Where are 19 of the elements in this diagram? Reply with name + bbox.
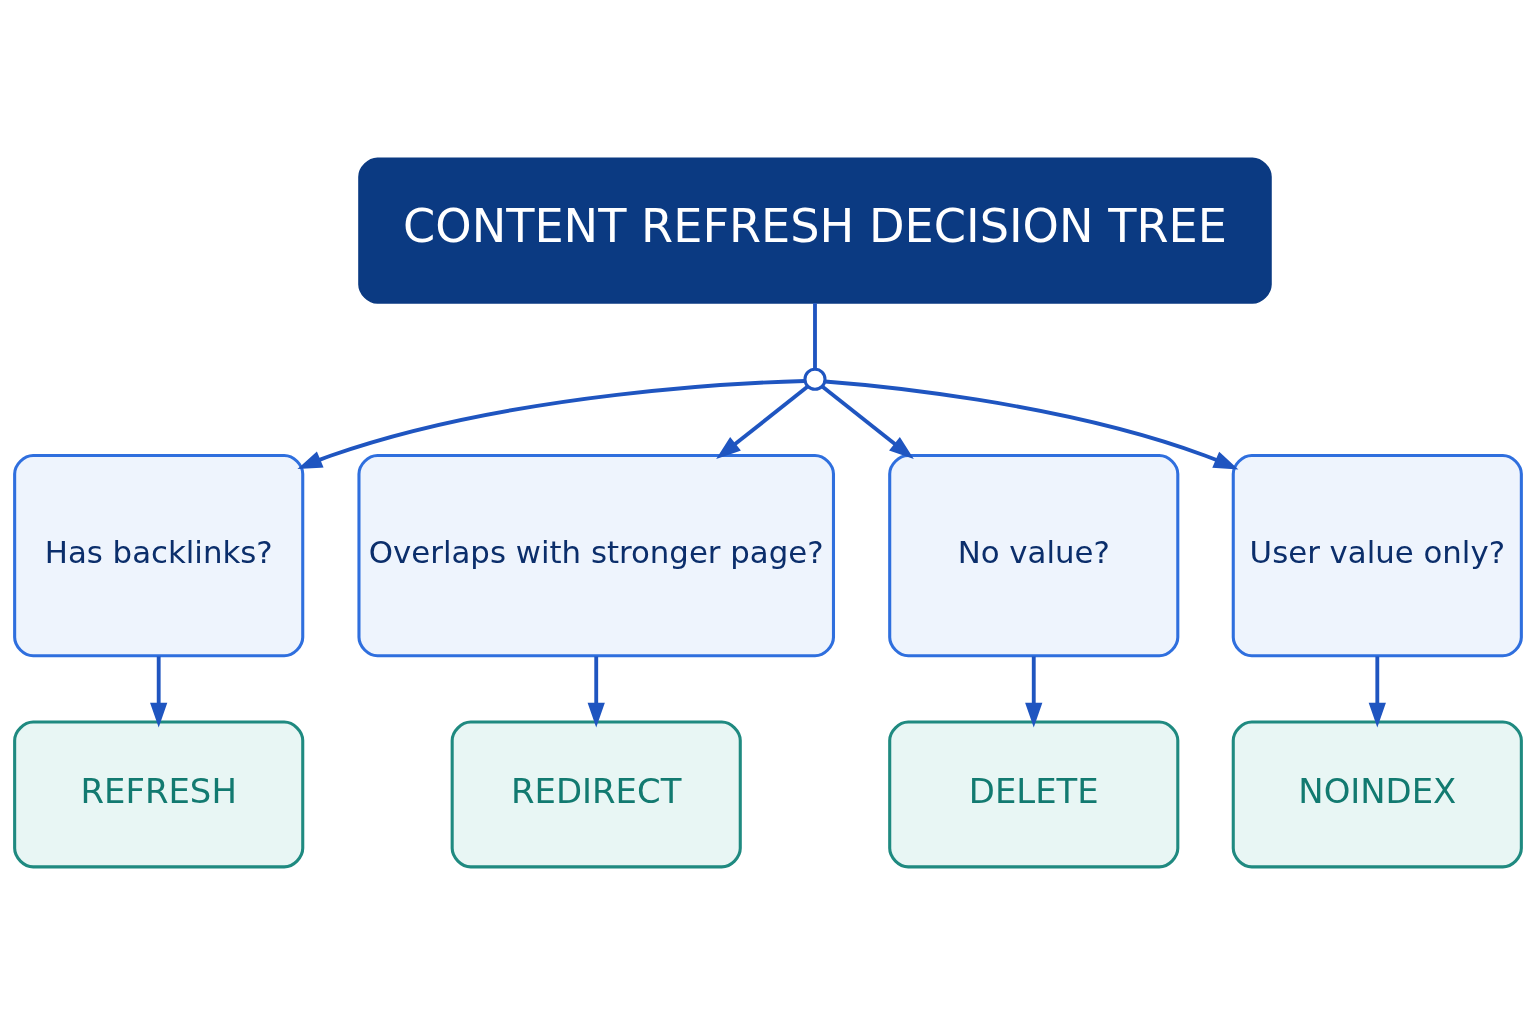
node-box: CONTENT REFRESH DECISION TREE (358, 156, 1272, 304)
node-box: REDIRECT (450, 720, 742, 868)
node-box: Overlaps with stronger page? (357, 453, 835, 657)
arrow (716, 384, 809, 459)
connector (813, 302, 817, 369)
node-box: Has backlinks? (13, 453, 305, 657)
node-box: DELETE (888, 720, 1180, 868)
arrow (587, 655, 605, 727)
node-box: No value? (888, 453, 1180, 657)
node-box: User value only? (1231, 453, 1523, 657)
node-circle (803, 367, 827, 391)
arrow (1025, 655, 1043, 727)
arrow (824, 379, 1239, 469)
arrow (297, 378, 805, 469)
node-box: REFRESH (13, 720, 305, 868)
arrow (1368, 655, 1386, 727)
arrow (150, 655, 168, 727)
node-box: NOINDEX (1231, 720, 1523, 868)
arrow (821, 384, 914, 459)
